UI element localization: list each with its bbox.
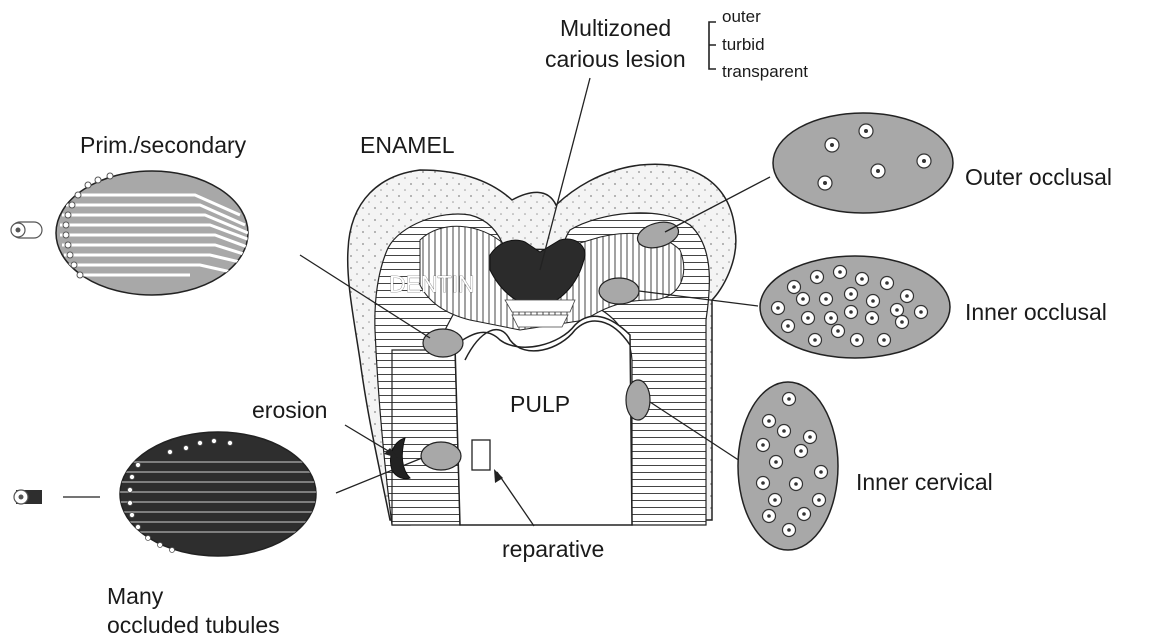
reparative-label: reparative: [502, 536, 604, 562]
tubule-icon-occluded: [14, 490, 42, 504]
tubule-icon-open: [11, 222, 42, 238]
reparative-dentin: [472, 440, 490, 470]
outer-occlusal-ellipse: [773, 113, 953, 213]
dentin-label: DENTIN: [389, 271, 475, 297]
zone-transparent-label: transparent: [722, 62, 808, 81]
tooth: [348, 164, 736, 525]
outer-occlusal-label: Outer occlusal: [965, 164, 1112, 190]
inner-occlusal-ellipse: [760, 256, 950, 358]
spot-inner-occlusal: [599, 278, 639, 304]
enamel-label: ENAMEL: [360, 132, 455, 158]
inner-cervical-label: Inner cervical: [856, 469, 993, 495]
spot-inner-cervical: [626, 380, 650, 420]
many-label: Many: [107, 583, 164, 609]
many-occluded-ellipse: [120, 432, 316, 556]
prim-secondary-ellipse: [56, 171, 250, 295]
zone-outer-label: outer: [722, 7, 761, 26]
inner-cervical-ellipse: [738, 382, 838, 550]
spot-many-occluded: [421, 442, 461, 470]
occluded-tubules-label: occluded tubules: [107, 612, 280, 638]
zones-bracket: [709, 22, 716, 69]
multizoned-label-line2: carious lesion: [545, 46, 686, 72]
prim-secondary-label: Prim./secondary: [80, 132, 247, 158]
dentin-lower-left: [392, 350, 460, 525]
pulp-label: PULP: [510, 391, 570, 417]
zone-turbid-label: turbid: [722, 35, 765, 54]
erosion-label: erosion: [252, 397, 327, 423]
multizoned-label-line1: Multizoned: [560, 15, 671, 41]
spot-primary: [423, 329, 463, 357]
pulp-chamber: [455, 316, 632, 525]
inner-occlusal-label: Inner occlusal: [965, 299, 1107, 325]
